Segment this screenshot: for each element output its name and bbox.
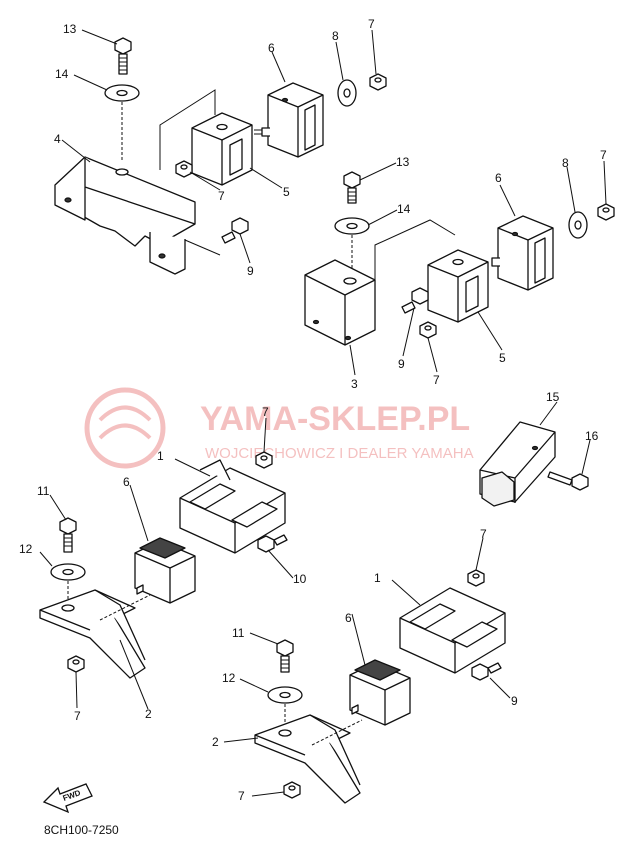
bracket-4 [54, 156, 196, 275]
bolt-9-top-right [401, 287, 429, 314]
callout-4: 4 [54, 132, 61, 146]
washer-14-top-left [104, 84, 140, 102]
callout-7: 7 [262, 405, 269, 419]
fwd-arrow-icon: FWD [42, 783, 93, 814]
bracket-1-right [399, 587, 506, 674]
watermark: YAMA-SKLEP.PL WOJCIECHOWICZ I DEALER YAM… [84, 387, 474, 469]
bracket-2-left [39, 589, 146, 679]
watermark-title: YAMA-SKLEP.PL [200, 400, 470, 438]
washer-12-left [50, 563, 86, 581]
bolt-10 [257, 534, 288, 553]
engine-mount-5-top-right [427, 249, 489, 323]
callout-9: 9 [247, 264, 254, 278]
washer-12-right [267, 686, 303, 704]
rubber-mount-6-top-right [491, 215, 554, 291]
bolt-11-left [59, 517, 77, 553]
callout-15: 15 [546, 390, 560, 404]
bolt-9-top-left [221, 217, 249, 244]
nut-7-top-left [369, 73, 387, 91]
diagram-code: 8CH100-7250 [44, 823, 119, 837]
rubber-mount-6-bottom-right [349, 659, 411, 726]
callout-7: 7 [218, 189, 225, 203]
callout-8: 8 [332, 29, 339, 43]
callout-5: 5 [283, 185, 290, 199]
nut-7-top-right [597, 203, 615, 221]
bracket-2-right [254, 714, 361, 804]
washer-8-top-left [337, 79, 357, 107]
callout-5: 5 [499, 351, 506, 365]
callout-7: 7 [74, 709, 81, 723]
callout-7: 7 [433, 373, 440, 387]
bolt-13-top-left [114, 37, 132, 75]
nut-7-bottom-right [467, 569, 485, 587]
bolt-9-bottom-right [471, 662, 502, 681]
callout-11: 11 [232, 626, 245, 640]
bolt-13-top-right [343, 171, 361, 204]
callout-7: 7 [368, 17, 375, 31]
watermark-logo-icon [84, 387, 166, 469]
callout-6: 6 [268, 41, 275, 55]
bolt-11-right [276, 639, 294, 673]
callout-12: 12 [222, 671, 236, 685]
callout-9: 9 [398, 357, 405, 371]
callout-9: 9 [511, 694, 518, 708]
callout-14: 14 [397, 202, 411, 216]
callout-numbers: 13 14 4 6 8 7 7 5 9 13 14 6 8 7 3 9 7 5 … [19, 17, 607, 803]
washer-14-top-right [334, 217, 370, 235]
callout-14: 14 [55, 67, 69, 81]
nut-7-middle-right [419, 321, 437, 339]
callout-12: 12 [19, 542, 33, 556]
callout-3: 3 [351, 377, 358, 391]
callout-7: 7 [238, 789, 245, 803]
callout-7: 7 [600, 148, 607, 162]
watermark-subtitle: WOJCIECHOWICZ I DEALER YAMAHA [205, 445, 474, 462]
engine-mount-5-top-left [191, 112, 253, 186]
bracket-3 [304, 259, 376, 346]
nut-7-bottom-center [283, 781, 301, 799]
callout-1: 1 [157, 449, 164, 463]
rubber-mount-6-middle-left [134, 537, 196, 604]
callout-6: 6 [123, 475, 130, 489]
callout-8: 8 [562, 156, 569, 170]
callout-16: 16 [585, 429, 599, 443]
nut-7-bottom-left [67, 655, 85, 673]
nut-7-middle-left [255, 451, 273, 469]
callout-13: 13 [396, 155, 410, 169]
nut-7-center-left [175, 160, 193, 178]
callout-2: 2 [212, 735, 219, 749]
callout-6: 6 [495, 171, 502, 185]
bracket-1-left [179, 459, 286, 554]
callout-7: 7 [480, 527, 487, 541]
mount-15 [479, 421, 556, 507]
washer-8-top-right [568, 211, 588, 239]
leader-lines [39, 29, 607, 797]
rubber-mount-6-top-left [254, 82, 324, 158]
callout-13: 13 [63, 22, 77, 36]
callout-11: 11 [37, 484, 50, 498]
callout-2: 2 [145, 707, 152, 721]
callout-6: 6 [345, 611, 352, 625]
callout-10: 10 [293, 572, 307, 586]
bolt-16 [547, 471, 589, 491]
callout-1: 1 [374, 571, 381, 585]
